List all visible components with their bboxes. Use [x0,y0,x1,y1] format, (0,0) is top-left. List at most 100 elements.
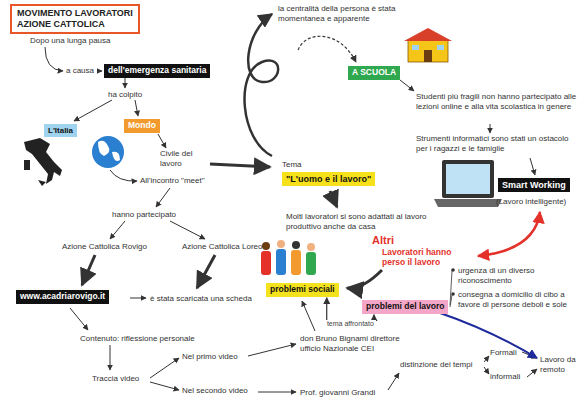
edge-label: tema affrontato [325,320,376,327]
note-text: Nel primo video [182,352,238,362]
note-text: Studenti più fragili non hanno partecipa… [416,92,581,111]
spiral-arrow [245,14,279,156]
italy-map [38,180,46,186]
arrow [484,367,489,374]
italy-map [24,160,30,170]
note-text: ha colpito [108,90,142,100]
note-text: Azione Cattolica Loreo [182,242,263,252]
box-text: www.acadriarovigo.it [20,292,105,302]
note-text: Dopo una lunga pausa [30,36,111,46]
box-text: "L'uomo e il lavoro" [286,174,371,184]
school-icon [404,28,452,41]
blue-arrow [440,313,537,358]
concept-box: L'Italia [44,124,77,137]
bullet-line [450,271,452,307]
title-box: MOVIMENTO LAVORATORI AZIONE CATTOLICA [10,4,140,34]
spiral-arrow [245,14,279,156]
arrow [150,382,179,390]
note-text: Molti lavoratori si sono adattati al lav… [286,212,436,231]
laptop-icon [442,160,494,198]
note-text: Nel secondo video [182,386,248,396]
double-arrow [347,270,382,288]
concept-box: www.acadriarovigo.it [16,290,109,304]
note-text: è stata scaricata una scheda [150,294,252,304]
people-icon [292,241,300,249]
people-icon [291,250,301,275]
people-icon [306,252,316,275]
laptop-icon [434,160,502,207]
arrow [400,80,414,91]
concept-box: problemi sociali [266,283,339,297]
arrow [258,392,296,393]
arrow [302,301,315,331]
people-icon [307,243,315,251]
school-icon [412,45,419,50]
note-text: Altri [372,234,394,247]
note-text: Azione Cattolica Rovigo [62,242,147,252]
note-text: la centralità della persona è stata mome… [278,4,428,23]
laptop-icon [434,199,502,207]
note-text: Lavoro da remoto [540,355,582,374]
arrow [74,100,112,121]
italy-map [24,138,62,186]
red-arrow [478,212,540,256]
note-text: distinzione dei tempi [400,360,472,370]
concept-box: A SCUOLA [348,66,400,80]
arrow [484,356,489,362]
arrow [156,188,170,207]
arrow [135,100,138,116]
note-text: Strumenti informatici sono stati un osta… [416,134,581,153]
concept-box: Mondo [124,119,160,133]
box-text: dell'emergenza sanitaria [108,66,206,76]
people-icon [262,242,270,250]
box-text: A SCUOLA [352,68,396,78]
double-arrow [197,255,215,288]
box-text: problemi sociali [270,285,335,295]
arrow [150,358,179,378]
arrow [110,345,111,370]
box-text: Mondo [128,121,156,131]
double-arrow [330,191,337,207]
note-text: informali [490,372,520,382]
concept-box: Smart Working [498,178,570,192]
note-text: Civile del lavoro [160,149,210,168]
arrow [388,373,399,390]
bullet [451,292,455,296]
box-text: Smart Working [502,180,566,190]
red-arrow [478,212,540,256]
people-icon [277,240,285,248]
note-text: Lavoratori hanno perso il lavoro [382,247,474,267]
people-icon [261,251,271,275]
bullet-line [450,295,452,307]
note-text: All'incontro "meet" [140,176,205,186]
double-arrow [82,255,95,285]
blue-arrow [440,313,537,358]
people-icon [261,240,316,275]
people-icon [276,249,286,275]
school-icon [408,40,448,62]
box-text: L'Italia [48,126,73,135]
bullet [451,268,455,296]
arrow [248,344,296,356]
double-arrow [210,164,270,167]
arrow [45,47,63,71]
arrow [490,124,491,133]
school-icon [424,50,432,62]
box-text: problemi del lavoro [366,302,444,312]
concept-box: dell'emergenza sanitaria [104,64,210,78]
arrow [97,71,102,72]
note-text: Tema [282,160,302,170]
arrow [125,78,126,88]
note-text: hanno partecipato [112,210,176,220]
note-text: Traccia video [92,374,139,384]
italy-map [24,138,62,184]
note-text: (Lavoro intelligente) [496,197,566,207]
note-text: consegna a domicilio di cibo a favore di… [458,290,578,309]
globe-icon [92,136,124,168]
note-text: don Bruno Bignami direttore ufficio Nazi… [300,334,400,353]
note-text: a causa [66,66,94,76]
concept-box: "L'uomo e il lavoro" [282,172,375,186]
school-icon [437,45,444,50]
laptop-icon [446,164,490,194]
arrow [530,158,535,175]
